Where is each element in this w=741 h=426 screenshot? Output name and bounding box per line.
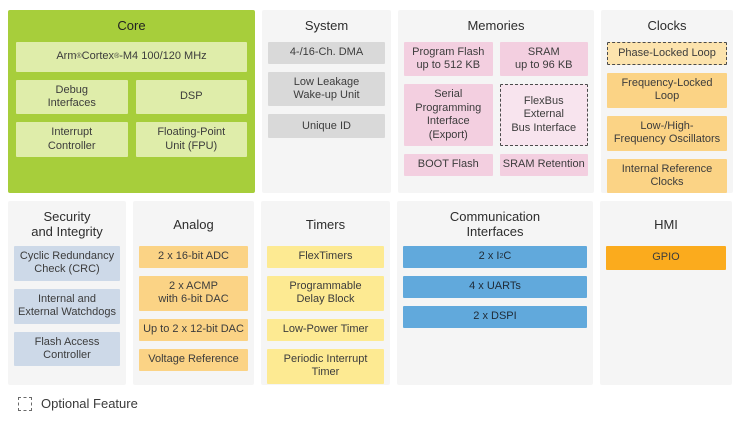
- core-blocks: Arm® Cortex®-M4 100/120 MHz Debug Interf…: [8, 34, 255, 158]
- block-dsp: DSP: [135, 79, 247, 115]
- panel-title-comm: Communication Interfaces: [449, 209, 541, 239]
- block-arm-cortex-m4: Arm® Cortex®-M4 100/120 MHz: [16, 41, 247, 72]
- i2c-label-part: 2 x I: [478, 250, 500, 263]
- block-phase-locked-loop: Phase-Locked Loop: [607, 41, 727, 65]
- block-interrupt-controller: Interrupt Controller: [16, 122, 128, 158]
- panel-title-hmi: HMI: [654, 216, 678, 232]
- panel-title-security: Security and Integrity: [31, 209, 103, 239]
- block-watchdogs: Internal and External Watchdogs: [14, 288, 120, 324]
- block-programmable-delay-block: Programmable Delay Block: [267, 276, 384, 311]
- optional-feature-legend: Optional Feature: [18, 396, 733, 411]
- optional-feature-label: Optional Feature: [41, 396, 138, 411]
- block-serial-programming-interface: Serial Programming Interface (Export): [404, 84, 493, 146]
- block-sram: SRAM up to 96 KB: [499, 41, 588, 77]
- block-dspi: 2 x DSPI: [403, 306, 587, 328]
- panel-title-timers: Timers: [305, 216, 346, 232]
- panel-security-integrity: Security and Integrity Cyclic Redundancy…: [8, 201, 126, 385]
- panel-analog: Analog 2 x 16-bit ADC 2 x ACMP with 6-bi…: [133, 201, 254, 385]
- core-grid: Debug Interfaces DSP Interrupt Controlle…: [16, 79, 247, 158]
- panel-timers: Timers FlexTimers Programmable Delay Blo…: [261, 201, 390, 385]
- i2c-label-part: C: [503, 250, 512, 263]
- block-fpu: Floating-Point Unit (FPU): [135, 122, 247, 158]
- security-blocks: Cyclic Redundancy Check (CRC) Internal a…: [8, 240, 126, 367]
- block-debug-interfaces: Debug Interfaces: [16, 79, 128, 115]
- block-12bit-dac: Up to 2 x 12-bit DAC: [139, 318, 248, 341]
- block-voltage-reference: Voltage Reference: [139, 348, 248, 371]
- block-sram-retention: SRAM Retention: [499, 153, 588, 176]
- block-flextimers: FlexTimers: [267, 246, 384, 268]
- block-llwu: Low Leakage Wake-up Unit: [268, 71, 385, 107]
- block-internal-reference-clocks: Internal Reference Clocks: [607, 158, 727, 194]
- panel-title-core: Core: [117, 18, 146, 33]
- top-row: Core Arm® Cortex®-M4 100/120 MHz Debug I…: [8, 10, 733, 194]
- block-oscillators: Low-/High- Frequency Oscillators: [607, 115, 727, 151]
- block-frequency-locked-loop: Frequency-Locked Loop: [607, 72, 727, 108]
- panel-title-memories: Memories: [467, 18, 525, 33]
- cpu-label-part: Arm: [56, 49, 77, 62]
- block-flexbus-external-bus-interface: FlexBus External Bus Interface: [499, 84, 588, 146]
- hmi-blocks: GPIO: [600, 240, 732, 270]
- timers-blocks: FlexTimers Programmable Delay Block Low-…: [261, 240, 390, 384]
- panel-core: Core Arm® Cortex®-M4 100/120 MHz Debug I…: [8, 10, 255, 193]
- block-16bit-adc: 2 x 16-bit ADC: [139, 246, 248, 268]
- memories-grid: Program Flash up to 512 KB SRAM up to 96…: [398, 34, 594, 176]
- block-crc: Cyclic Redundancy Check (CRC): [14, 246, 120, 281]
- block-unique-id: Unique ID: [268, 114, 385, 139]
- analog-blocks: 2 x 16-bit ADC 2 x ACMP with 6-bit DAC U…: [133, 240, 254, 371]
- panel-clocks: Clocks Phase-Locked Loop Frequency-Locke…: [601, 10, 733, 194]
- block-periodic-interrupt-timer: Periodic Interrupt Timer: [267, 348, 384, 384]
- panel-system: System 4-/16-Ch. DMA Low Leakage Wake-up…: [262, 10, 391, 193]
- block-diagram: Core Arm® Cortex®-M4 100/120 MHz Debug I…: [8, 10, 733, 411]
- block-gpio: GPIO: [606, 246, 726, 270]
- block-boot-flash: BOOT Flash: [404, 153, 493, 176]
- system-blocks: 4-/16-Ch. DMA Low Leakage Wake-up Unit U…: [262, 34, 391, 139]
- block-low-power-timer: Low-Power Timer: [267, 318, 384, 341]
- clocks-blocks: Phase-Locked Loop Frequency-Locked Loop …: [601, 34, 733, 194]
- panel-hmi: HMI GPIO: [600, 201, 732, 385]
- cpu-label-part: Cortex: [81, 49, 115, 62]
- cpu-label-part: -M4 100/120 MHz: [119, 49, 207, 62]
- optional-feature-swatch: [18, 396, 32, 411]
- panel-memories: Memories Program Flash up to 512 KB SRAM…: [398, 10, 594, 193]
- block-dma: 4-/16-Ch. DMA: [268, 41, 385, 64]
- bottom-row: Security and Integrity Cyclic Redundancy…: [8, 201, 733, 385]
- panel-title-clocks: Clocks: [647, 18, 687, 33]
- block-flash-access-controller: Flash Access Controller: [14, 331, 120, 367]
- panel-title-system: System: [304, 18, 349, 33]
- panel-title-analog: Analog: [173, 216, 214, 232]
- block-program-flash: Program Flash up to 512 KB: [404, 41, 493, 77]
- block-acmp-6bit-dac: 2 x ACMP with 6-bit DAC: [139, 276, 248, 311]
- block-uarts: 4 x UARTs: [403, 276, 587, 298]
